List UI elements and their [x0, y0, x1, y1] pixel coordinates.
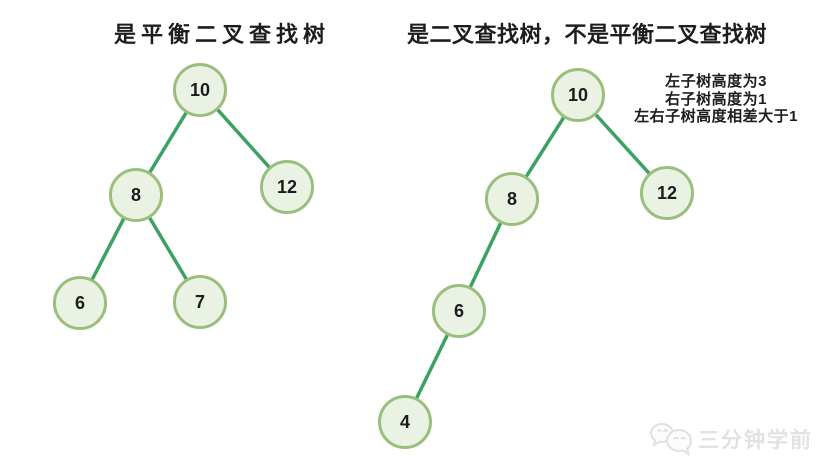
left-tree-title: 是平衡二叉查找树 — [113, 22, 331, 47]
watermark: 三分钟学前 — [648, 420, 813, 458]
left-tree-node-8: 8 — [109, 168, 163, 222]
height-annotation: 左子树高度为3 右子树高度为1 左右子树高度相差大于1 — [634, 73, 798, 126]
left-tree-node-6: 6 — [53, 276, 107, 330]
annotation-line-2: 右子树高度为1 — [665, 90, 767, 108]
right-tree-node-6: 6 — [432, 284, 486, 338]
right-tree-node-4: 4 — [378, 395, 432, 449]
right-tree-node-10: 10 — [551, 68, 605, 122]
annotation-line-1: 左子树高度为3 — [665, 73, 767, 90]
right-tree-node-8: 8 — [485, 172, 539, 226]
left-tree-node-7: 7 — [173, 275, 227, 329]
watermark-text: 三分钟学前 — [698, 429, 813, 452]
right-tree-title: 是二叉查找树，不是平衡二叉查找树 — [406, 22, 768, 47]
annotation-line-3: 左右子树高度相差大于1 — [634, 108, 798, 125]
left-tree-node-12: 12 — [260, 160, 314, 214]
left-tree-node-10: 10 — [173, 63, 227, 117]
right-tree-node-12: 12 — [640, 166, 694, 220]
chat-bubbles-icon — [649, 422, 693, 457]
